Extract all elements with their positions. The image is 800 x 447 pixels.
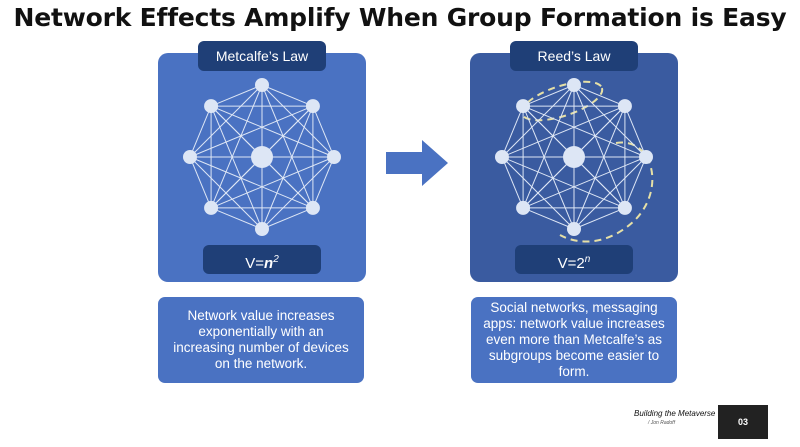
metcalfe-formula: V=n2 [203,245,321,274]
network-edge [189,156,212,209]
metcalfe-panel: Metcalfe’s Law V=n2 [158,41,366,282]
network-node [327,150,341,164]
network-edge [210,105,263,230]
network-edge [522,84,575,209]
network-edge [522,105,575,230]
network-node [516,200,531,215]
reed-panel: Reed’s Law V=2n [470,41,678,282]
network-edge [210,156,263,209]
formula-exponent: 2 [273,254,279,265]
network-edge [501,105,626,158]
network-edge [189,105,212,158]
metcalfe-description: Network value increases exponentially wi… [158,297,364,383]
network-node [639,150,653,164]
network-edge [624,156,647,209]
network-nodes [495,78,653,236]
network-edge [573,156,626,209]
network-node [617,200,632,215]
network-edge [522,105,575,158]
network-edge [261,105,314,230]
formula-base: 2 [576,255,585,272]
network-node [567,78,581,92]
network-edge [210,105,263,158]
network-hub-node [251,146,273,168]
network-edge [189,156,314,209]
network-edge [573,105,626,158]
network-edge [522,105,647,158]
formula-base: n [264,255,274,272]
network-node [495,150,509,164]
network-edge [210,84,263,107]
formula-prefix: V= [245,255,265,272]
subgroup-outline-top [520,80,604,122]
subgroup-outline-right [559,141,654,243]
network-edge [501,156,626,209]
network-edge [261,156,314,209]
reed-network-diagram [495,78,654,243]
network-node [305,99,320,114]
network-edge [501,156,524,209]
network-nodes [183,78,341,236]
network-edge [522,207,575,230]
network-edge [189,105,314,158]
network-edge [573,105,626,230]
network-edge [624,105,647,158]
network-edge [522,156,575,209]
watermark-sub: / Jon Radoff [648,420,675,426]
network-edge [210,84,263,209]
network-edge [522,84,575,107]
network-edge [573,84,626,107]
watermark-logo: 03 [718,405,768,439]
network-node [255,78,269,92]
network-edge [573,207,626,230]
network-node [617,99,632,114]
metcalfe-label: Metcalfe’s Law [198,41,326,71]
network-edge [261,84,314,209]
network-node [204,99,219,114]
reed-formula: V=2n [515,245,633,274]
network-edge [261,84,314,107]
reed-label: Reed’s Law [510,41,638,71]
network-edge [501,105,524,158]
network-edge [210,156,335,209]
formula-prefix: V= [557,255,577,272]
network-node [255,222,269,236]
network-node [567,222,581,236]
network-edge [573,84,626,209]
network-edge [312,105,335,158]
network-edge [210,105,335,158]
formula-exponent: n [584,254,591,265]
watermark-brand: Building the Metaverse [634,409,716,418]
page-title: Network Effects Amplify When Group Forma… [13,3,787,32]
network-node [516,99,531,114]
network-edge [261,207,314,230]
network-edge [312,156,335,209]
metcalfe-network-diagram [183,78,341,236]
reed-description: Social networks, messaging apps: network… [471,297,677,383]
network-node [204,200,219,215]
network-edge [210,207,263,230]
network-hub-node [563,146,585,168]
network-node [183,150,197,164]
network-node [305,200,320,215]
network-edge [261,105,314,158]
network-edge [522,156,647,209]
right-arrow-icon [386,140,448,186]
